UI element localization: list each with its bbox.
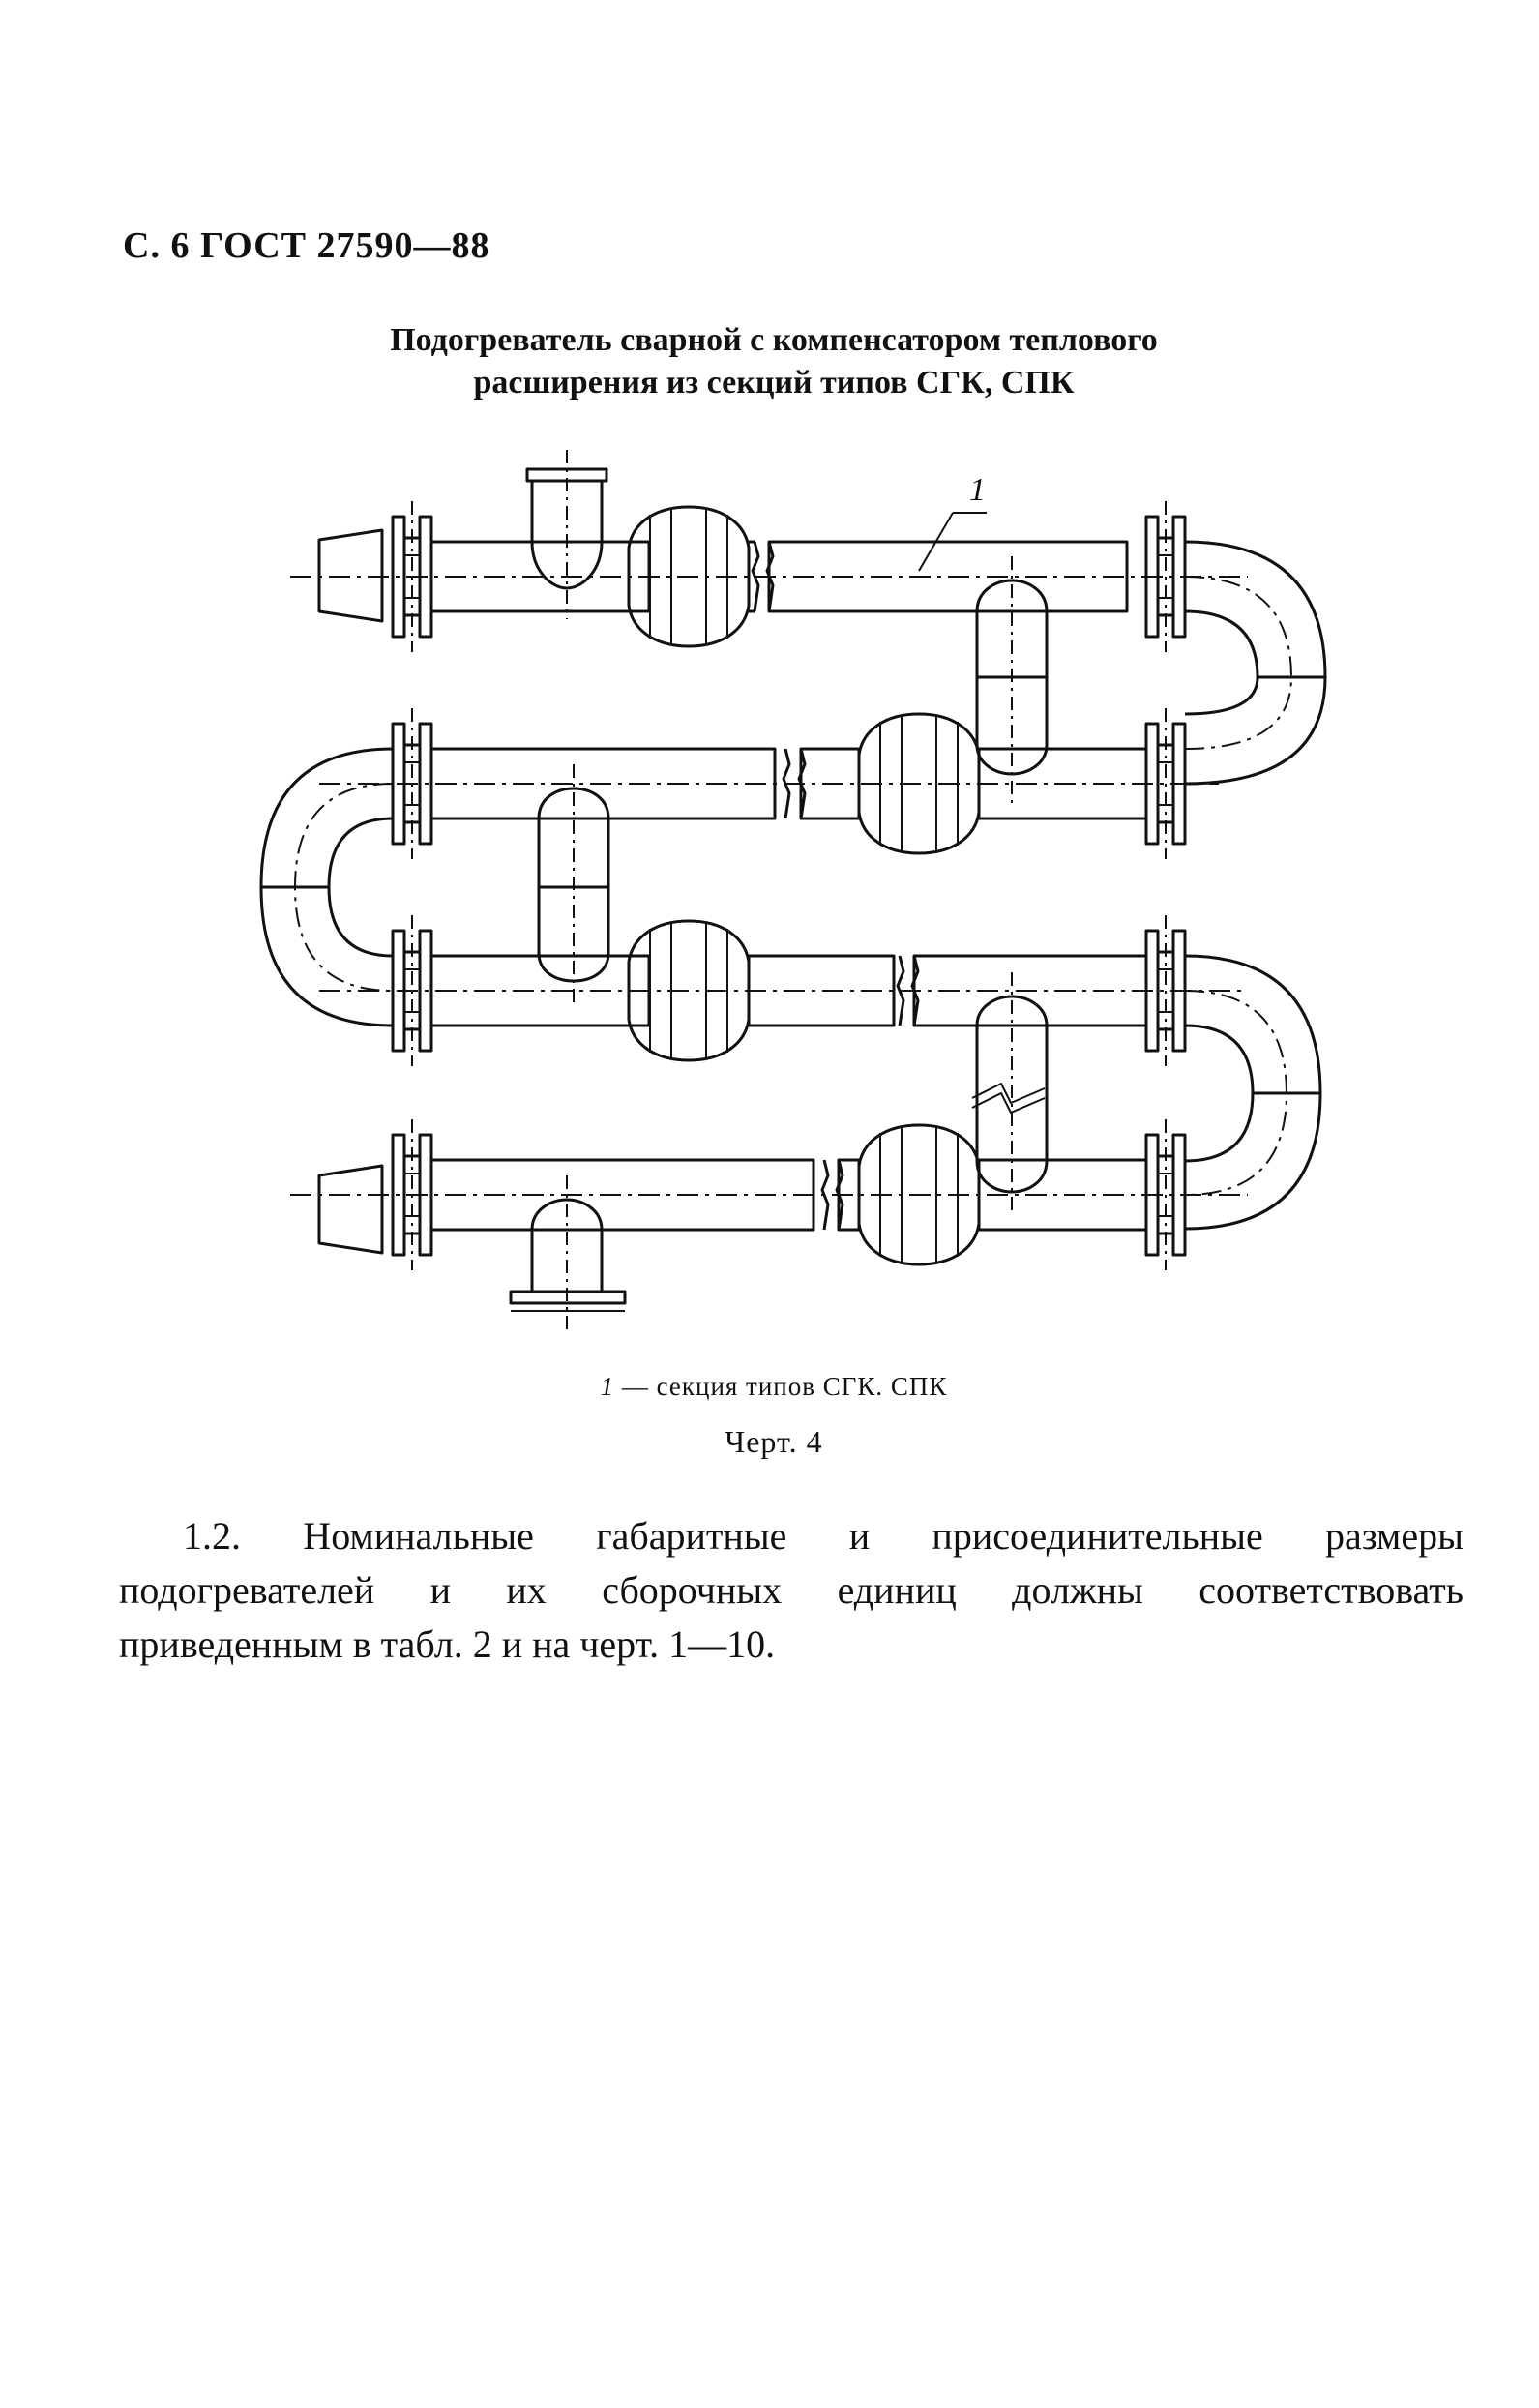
paragraph-line-2: подогревателей и их сборочных единиц дол… <box>119 1568 1464 1612</box>
row-1 <box>290 450 1327 803</box>
paragraph-line-1: 1.2. Номинальные габаритные и присоедини… <box>183 1514 1464 1558</box>
drawing-label: Черт. 4 <box>725 1424 823 1459</box>
caption-text: — секция типов СГК. СПК <box>614 1372 948 1401</box>
caption-number: 1 <box>600 1372 615 1401</box>
callout-number: 1 <box>969 472 986 508</box>
paragraph-line-3: приведенным в табл. 2 и на черт. 1—10. <box>119 1622 776 1666</box>
figure-title-line-1: Подогреватель сварной с компенсатором те… <box>390 322 1158 358</box>
figure-caption: 1 — секция типов СГК. СПК <box>387 1372 1161 1402</box>
paragraph-1-2: 1.2. Номинальные габаритные и присоедини… <box>119 1509 1464 1672</box>
page-header: С. 6 ГОСТ 27590—88 <box>123 225 490 266</box>
row-2 <box>259 706 1219 1027</box>
figure-title-line-2: расширения из секций типов СГК, СПК <box>473 365 1075 401</box>
row-3 <box>319 913 1322 1231</box>
figure-title: Подогреватель сварной с компенсатором те… <box>290 319 1258 404</box>
row-4 <box>290 1117 1248 1330</box>
